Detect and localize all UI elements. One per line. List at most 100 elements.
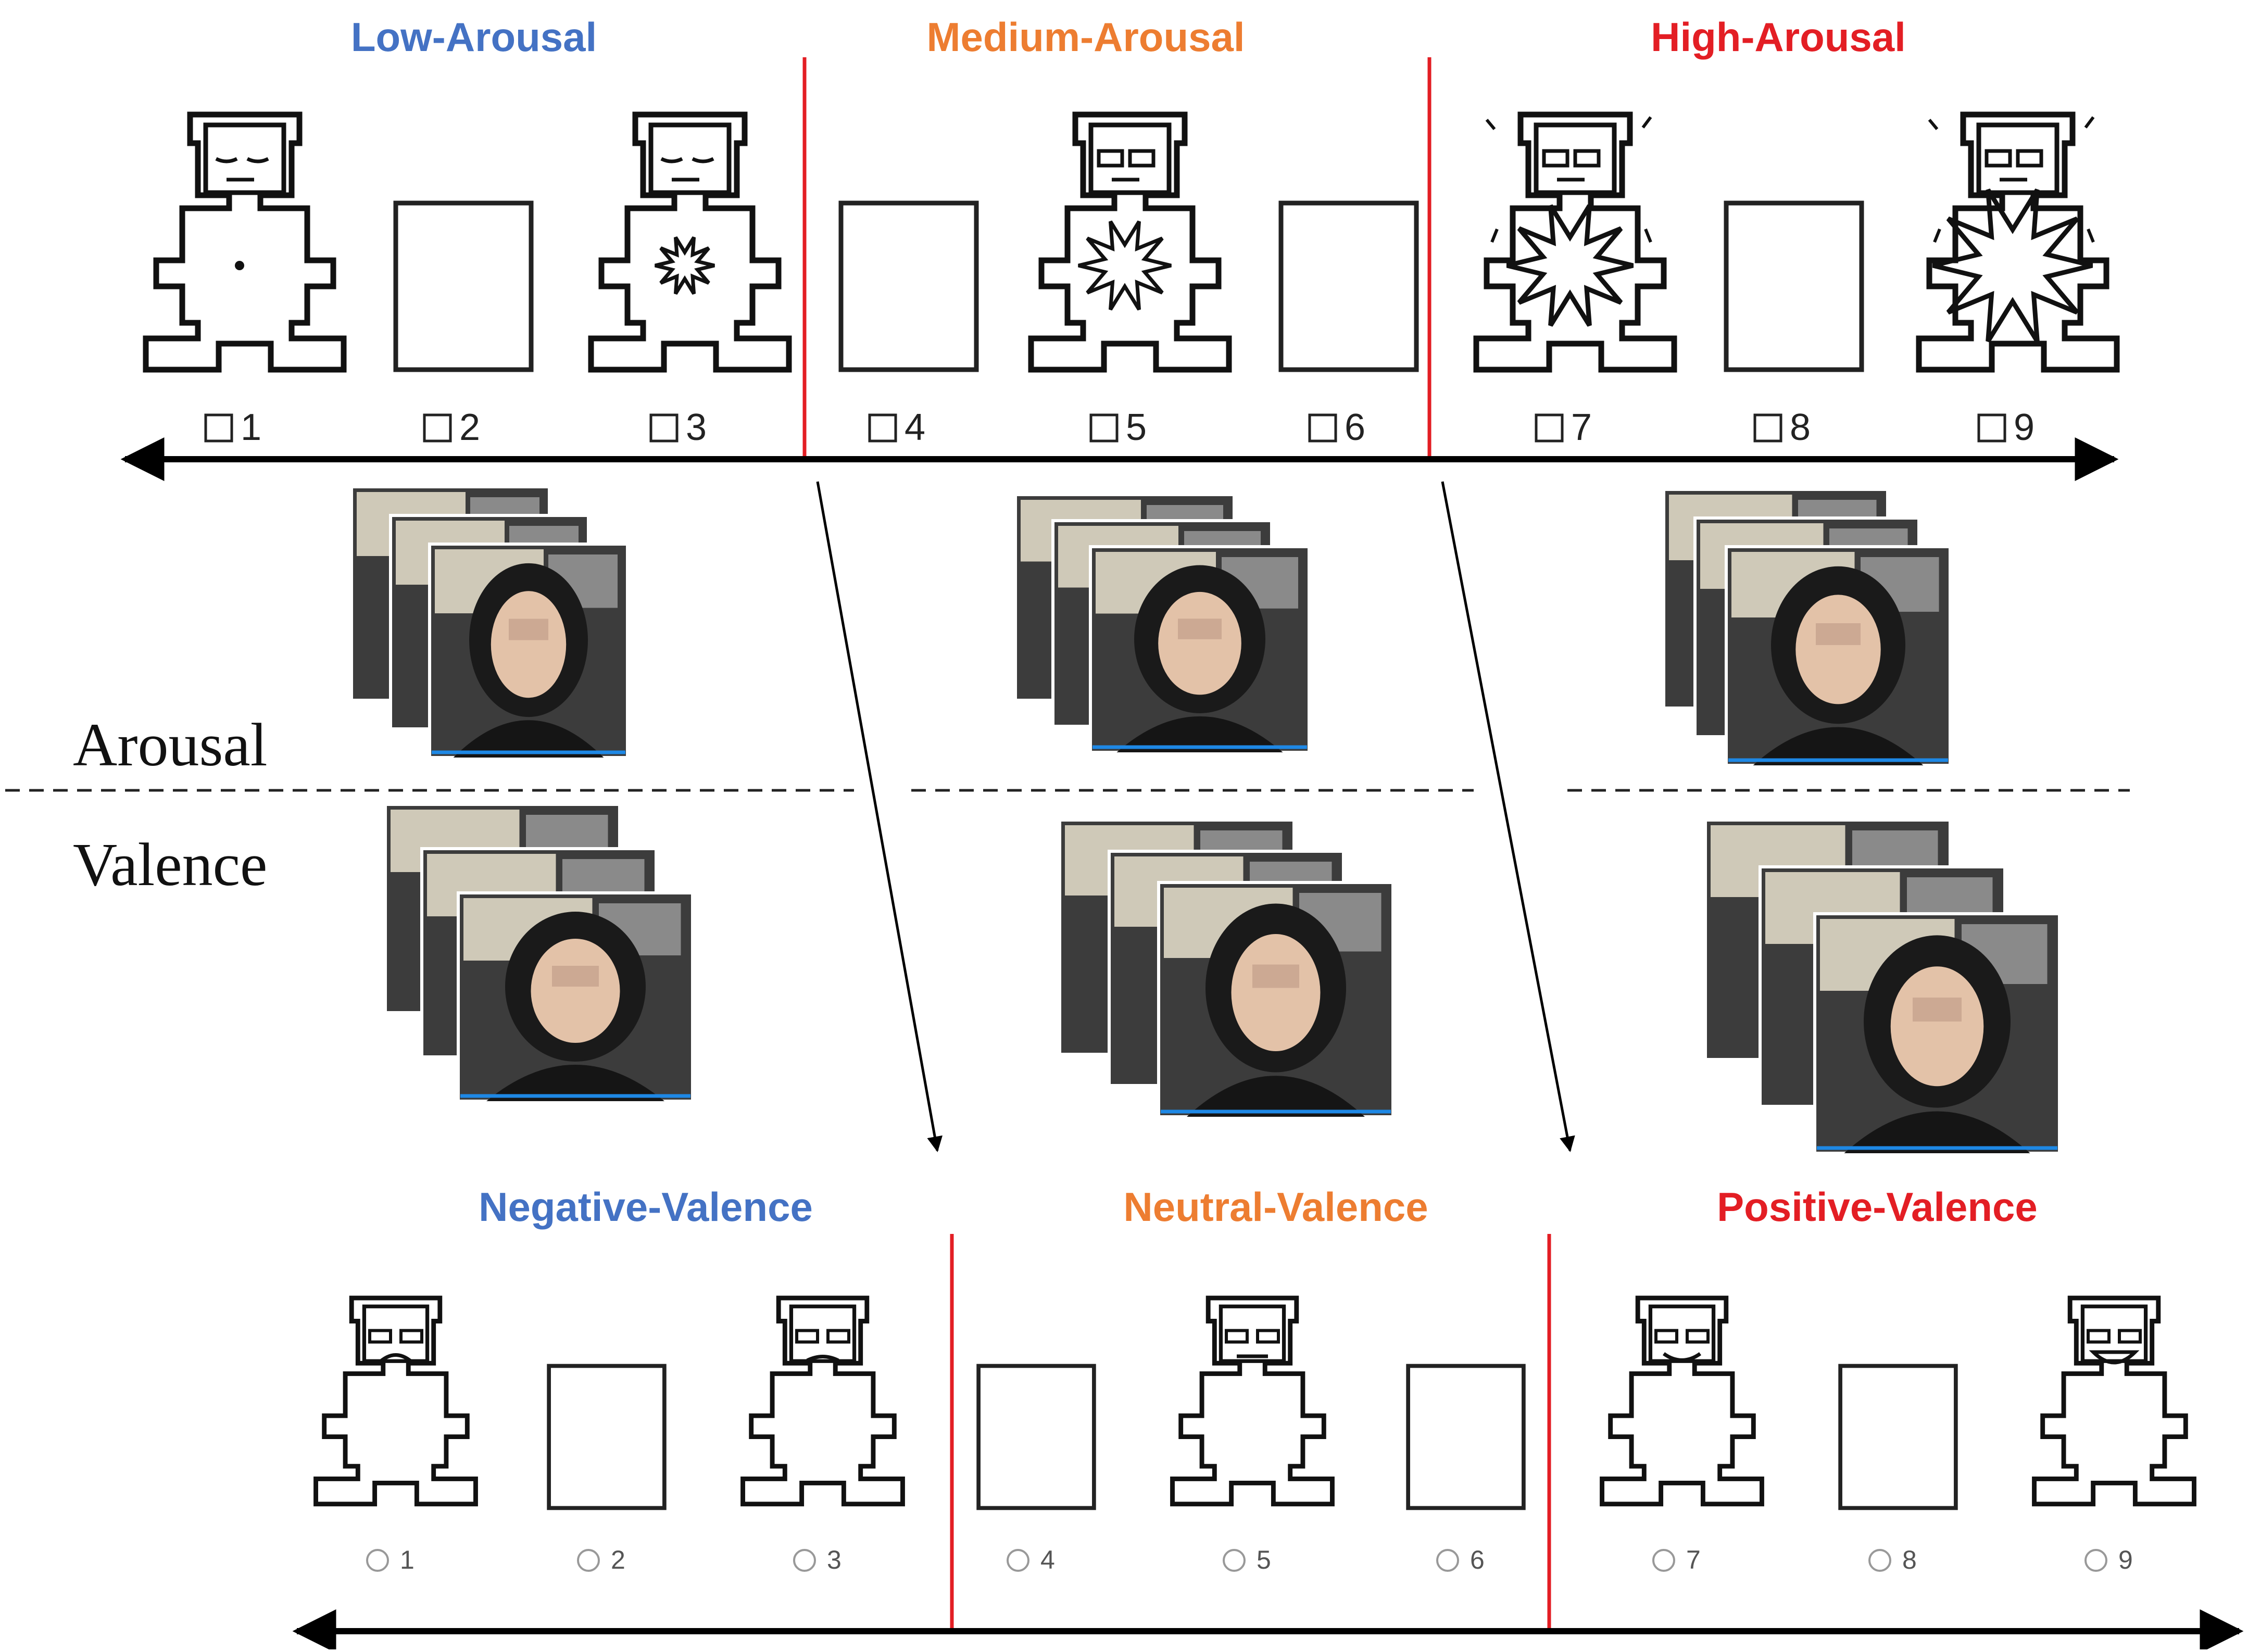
valence-option-label-4: 4	[1040, 1545, 1055, 1574]
sam-blank-box	[549, 1366, 664, 1508]
sam-eye-right	[2118, 1329, 2142, 1344]
sam-blank-box	[841, 203, 976, 370]
valence-option-radio-6[interactable]	[1436, 1549, 1459, 1572]
sam-motion-lines	[1485, 116, 1652, 243]
sweater-shape	[1187, 1076, 1365, 1117]
sweater-shape	[453, 720, 604, 758]
arousal-option-checkbox-5[interactable]	[1089, 413, 1119, 443]
sam-arousal-low-icon[interactable]	[591, 115, 789, 370]
sam-valence-happy-icon[interactable]	[2034, 1298, 2194, 1504]
valence-option-radio-8[interactable]	[1868, 1549, 1891, 1572]
sam-body-shape	[316, 1298, 476, 1504]
valence-blank-box-icon[interactable]	[549, 1366, 664, 1508]
sam-motion-lines	[1928, 116, 2095, 243]
arousal-option-label-8: 8	[1790, 407, 1811, 448]
sam-burst-star	[1506, 204, 1634, 327]
arousal-option-checkbox-4[interactable]	[868, 413, 897, 443]
arousal-category-title-1: Low-Arousal	[351, 14, 597, 60]
face-blur-icon	[1252, 964, 1299, 988]
arousal-blank-box-icon[interactable]	[841, 203, 976, 370]
arousal-option-checkbox-2[interactable]	[423, 413, 452, 443]
sam-arousal-calm-icon[interactable]	[146, 115, 344, 370]
sam-valence-pleased-icon[interactable]	[1602, 1298, 1762, 1504]
valence-option-radio-1[interactable]	[366, 1549, 389, 1572]
face-blur-icon	[1178, 619, 1222, 639]
arousal-blank-box-icon[interactable]	[396, 203, 531, 370]
neutral-valence-face-frames	[1058, 818, 1395, 1118]
arousal-option-checkbox-7[interactable]	[1535, 413, 1564, 443]
arousal-option-label-4: 4	[905, 407, 925, 448]
arousal-option-checkbox-9[interactable]	[1977, 413, 2006, 443]
sam-arousal-high-icon[interactable]	[1476, 115, 1674, 370]
sam-arousal-medium-icon[interactable]	[1031, 115, 1229, 370]
arousal-blank-box-icon[interactable]	[1726, 203, 1862, 370]
sam-body-shape	[743, 1298, 903, 1504]
sam-mouth	[806, 1355, 839, 1363]
arousal-option-label-3: 3	[686, 407, 707, 448]
face-blur-icon	[1913, 998, 1962, 1022]
sam-arousal-excited-icon[interactable]	[1919, 115, 2117, 370]
arousal-option-checkbox-3[interactable]	[649, 413, 679, 443]
sam-blank-box	[396, 203, 531, 370]
arousal-category-title-3: High-Arousal	[1651, 14, 1906, 60]
arousal-option-checkbox-6[interactable]	[1308, 413, 1337, 443]
sam-blank-box	[1281, 203, 1416, 370]
arrow-to-neutral-boundary	[816, 481, 943, 1152]
valence-option-label-9: 9	[2118, 1545, 2133, 1574]
face-shape	[1890, 966, 1984, 1087]
valence-side-label: Valence	[73, 830, 267, 899]
valence-blank-box-icon[interactable]	[1840, 1366, 1956, 1508]
valence-blank-box-icon[interactable]	[1408, 1366, 1524, 1508]
sam-eye-left	[2087, 1329, 2111, 1344]
sam-valence-sad-icon[interactable]	[316, 1298, 476, 1504]
arousal-option-checkbox-8[interactable]	[1753, 413, 1782, 443]
arousal-option-label-5: 5	[1126, 407, 1147, 448]
sweater-shape	[1844, 1111, 2030, 1153]
arousal-option-label-7: 7	[1571, 407, 1592, 448]
sam-eye-right	[1573, 149, 1601, 168]
sam-valence-unhappy-icon[interactable]	[743, 1298, 903, 1504]
sam-eye-right	[826, 1329, 850, 1344]
face-blur-icon	[509, 619, 548, 640]
sam-eye-right	[1128, 149, 1156, 168]
valence-option-label-8: 8	[1902, 1545, 1917, 1574]
sam-blank-box	[1840, 1366, 1956, 1508]
valence-option-radio-4[interactable]	[1007, 1549, 1029, 1572]
sam-body-shape	[1173, 1298, 1333, 1504]
valence-option-radio-2[interactable]	[577, 1549, 600, 1572]
sweater-shape	[1116, 716, 1283, 752]
valence-option-radio-9[interactable]	[2084, 1549, 2107, 1572]
valence-option-radio-7[interactable]	[1652, 1549, 1675, 1572]
arousal-blank-box-icon[interactable]	[1281, 203, 1416, 370]
sam-eye-left	[368, 1329, 392, 1344]
sam-eye-right	[2016, 149, 2043, 168]
low-arousal-face-frames	[350, 485, 629, 759]
valence-category-title-3: Positive-Valence	[1717, 1184, 2038, 1230]
sweater-shape	[1753, 727, 1924, 765]
arousal-option-label-2: 2	[459, 407, 480, 448]
valence-option-label-6: 6	[1470, 1545, 1485, 1574]
high-arousal-face-frames	[1662, 488, 1952, 767]
sam-body-shape	[1602, 1298, 1762, 1504]
sam-eye-right	[399, 1329, 423, 1344]
arousal-option-checkbox-1[interactable]	[204, 413, 233, 443]
face-shape	[1231, 934, 1321, 1051]
valence-option-radio-3[interactable]	[793, 1549, 816, 1572]
sam-body-shape	[2034, 1298, 2194, 1504]
sam-blank-box	[1726, 203, 1862, 370]
valence-option-radio-5[interactable]	[1223, 1549, 1246, 1572]
sam-blank-box	[1408, 1366, 1524, 1508]
sam-eye-left	[1654, 1329, 1678, 1344]
sweater-shape	[486, 1065, 664, 1101]
valence-blank-box-icon[interactable]	[978, 1366, 1094, 1508]
sam-burst-star	[1932, 188, 2093, 343]
arousal-option-label-1: 1	[241, 407, 261, 448]
face-blur-icon	[1816, 623, 1861, 645]
sam-eye-left	[1985, 149, 2012, 168]
face-shape	[1158, 591, 1241, 695]
face-shape	[531, 939, 620, 1043]
sam-eye-left	[795, 1329, 819, 1344]
sam-valence-neutral-icon[interactable]	[1173, 1298, 1333, 1504]
sam-eye-left	[1225, 1329, 1249, 1344]
